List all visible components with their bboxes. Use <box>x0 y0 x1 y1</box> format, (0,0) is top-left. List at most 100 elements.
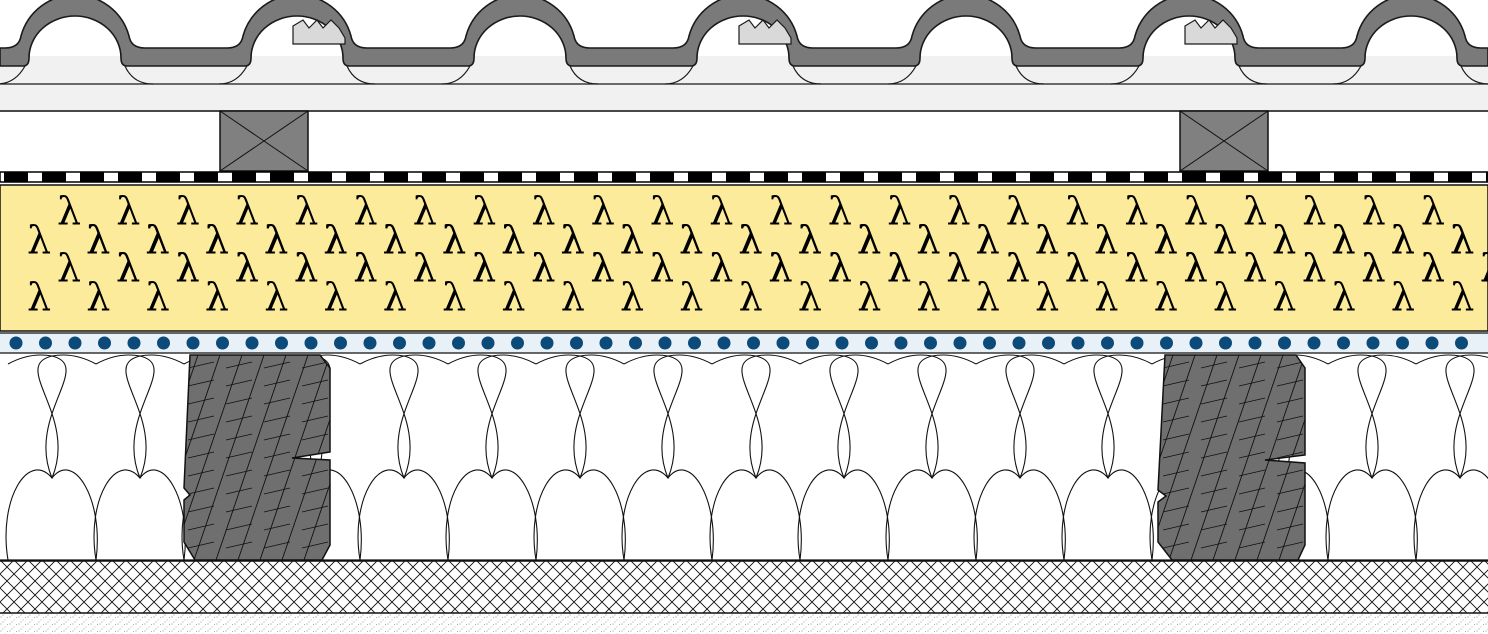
insulation-board-fill <box>0 184 1488 332</box>
lambda-symbol: λ <box>413 246 437 290</box>
lambda-symbol: λ <box>116 246 140 290</box>
vapour-dot <box>1396 336 1409 350</box>
lambda-symbol: λ <box>413 189 437 233</box>
rafter-grain-line <box>184 355 243 560</box>
lambda-symbol: λ <box>1332 275 1356 319</box>
rafter-grain-tick <box>1200 415 1228 423</box>
rafter-grain-tick <box>1276 379 1304 387</box>
rafter-grain-tick <box>225 469 253 477</box>
rafter-grain-tick <box>263 433 291 441</box>
lambda-symbol: λ <box>1065 246 1089 290</box>
lambda-symbol: λ <box>176 246 200 290</box>
lambda-symbol: λ <box>887 246 911 290</box>
rafter-grain-tick <box>187 361 215 369</box>
lambda-symbol: λ <box>828 246 852 290</box>
lambda-symbol: λ <box>146 218 170 262</box>
rafter-grain-tick <box>301 505 329 513</box>
lambda-symbol: λ <box>738 218 762 262</box>
rafter-grain-tick <box>263 487 291 495</box>
rafter-grain-tick <box>1238 361 1266 369</box>
lambda-symbol: λ <box>976 275 1000 319</box>
rafter-grain-line <box>1278 355 1305 560</box>
membrane-dash <box>992 172 1016 182</box>
vapour-dot <box>245 336 259 350</box>
rafter-grain-tick <box>1200 379 1228 387</box>
lambda-symbol: λ <box>116 189 140 233</box>
rafter-grain-tick <box>150 434 176 440</box>
lambda-symbol: λ <box>1183 246 1207 290</box>
lambda-symbol: λ <box>590 246 614 290</box>
lambda-symbol: λ <box>709 246 733 290</box>
rafter-grain-line <box>1190 355 1262 560</box>
rafter-grain-tick <box>187 433 215 441</box>
membrane-dash <box>42 172 66 182</box>
lambda-symbol: λ <box>946 246 970 290</box>
rafter-grain-tick <box>1200 505 1228 513</box>
membrane-dash <box>1258 172 1282 182</box>
rafter-grain-line <box>303 355 330 560</box>
batten-left-cross <box>219 110 309 172</box>
lambda-symbol: λ <box>294 189 318 233</box>
vapour-dot <box>835 336 849 350</box>
rafter-grain-line <box>392 355 462 560</box>
lambda-symbol: λ <box>1184 189 1208 233</box>
lambda-symbol: λ <box>1272 275 1296 319</box>
rafter-grain-tick <box>1200 433 1228 441</box>
membrane-dash <box>1030 172 1054 182</box>
vapour-dot <box>98 336 111 350</box>
rafter-grain-tick <box>225 415 253 423</box>
wool-cap-arc <box>535 354 625 365</box>
membrane-dash <box>1296 172 1320 182</box>
lambda-symbol: λ <box>472 246 496 290</box>
rafter-grain-tick <box>1276 487 1304 495</box>
vapour-dot <box>452 336 465 350</box>
rafter-grain-tick <box>1125 380 1151 386</box>
lambda-symbol: λ <box>887 246 911 290</box>
lambda-symbol: λ <box>1094 218 1118 262</box>
lambda-symbol: λ <box>383 218 407 262</box>
lambda-symbol: λ <box>235 189 259 233</box>
rafter-grain-tick <box>1200 469 1228 477</box>
lambda-symbol: λ <box>1391 218 1415 262</box>
rafter-grain-tick <box>1125 488 1151 494</box>
lambda-symbol: λ <box>235 246 259 290</box>
lambda-symbol: λ <box>917 275 941 319</box>
rafter-grain-tick <box>1238 469 1266 477</box>
rafter-grain-tick <box>301 469 329 477</box>
vapour-dot <box>629 336 642 350</box>
vapour-dot <box>1071 336 1085 350</box>
vapour-dot <box>157 336 170 350</box>
lambda-symbol: λ <box>501 275 525 319</box>
membrane-dash <box>194 172 218 182</box>
counter-battens <box>219 110 1269 172</box>
vapour-dot <box>894 336 908 350</box>
lambda-symbol: λ <box>561 275 585 319</box>
rafter-left <box>150 354 462 561</box>
wool-cap-arc <box>623 354 713 365</box>
vapour-dot <box>1130 336 1144 350</box>
lambda-symbol: λ <box>1094 275 1118 319</box>
membrane-dash <box>802 172 826 182</box>
vapour-dot <box>865 336 878 350</box>
rafter-grain-tick <box>187 487 215 495</box>
tile-interlock-notch <box>1184 19 1238 45</box>
rafter-grain-tick <box>1238 397 1266 405</box>
membrane-dashes <box>4 172 1488 182</box>
rafter-grain-tick <box>1238 379 1266 387</box>
lambda-symbol: λ <box>323 218 347 262</box>
lambda-symbol: λ <box>798 275 822 319</box>
lambda-symbol: λ <box>442 275 466 319</box>
rafter-right-grain <box>1125 355 1305 560</box>
wool-cap-arc <box>799 354 889 365</box>
lambda-symbol: λ <box>1153 218 1177 262</box>
membrane-dash <box>346 172 370 182</box>
vapour-dot <box>39 336 52 350</box>
rafter-grain-tick <box>1125 362 1151 368</box>
lambda-symbol: λ <box>353 246 377 290</box>
membrane-dash <box>80 172 104 182</box>
roof-tile-band <box>0 0 1488 67</box>
rafter-grain-tick <box>1125 542 1151 548</box>
rafter-grain-tick <box>1200 361 1228 369</box>
lambda-symbol: λ <box>1450 218 1474 262</box>
